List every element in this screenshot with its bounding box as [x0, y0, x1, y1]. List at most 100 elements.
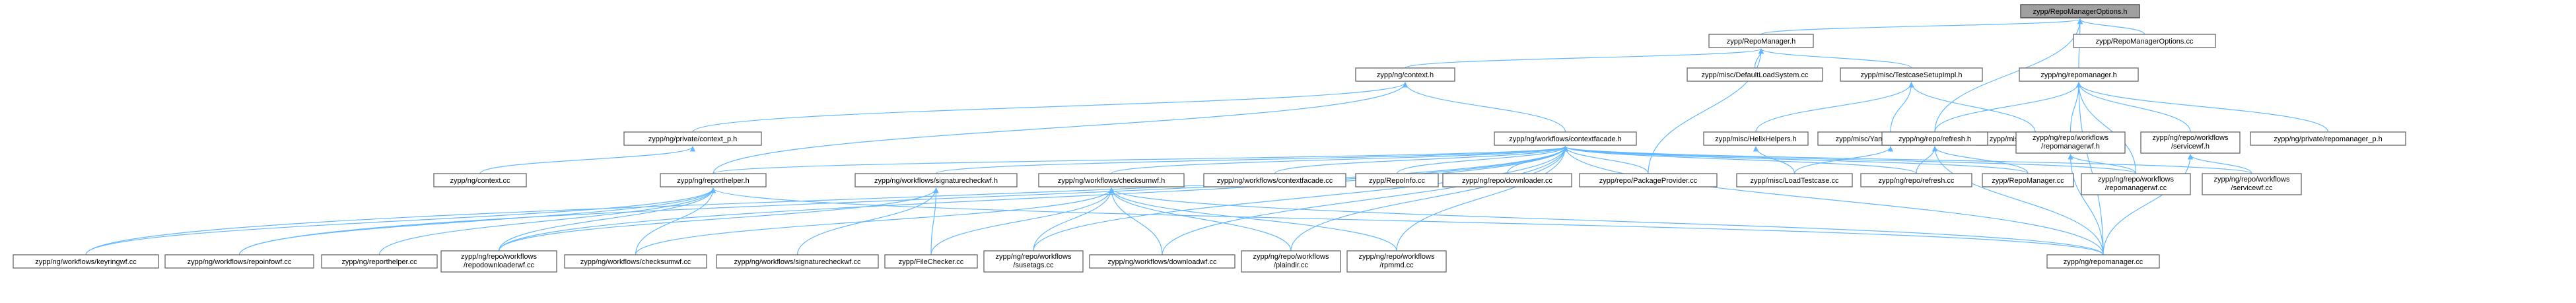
node-ng-context-h[interactable]: zypp/ng/context.h — [1355, 67, 1455, 82]
edge-keyringwf_cc-to-contextfacade_h — [85, 146, 1568, 255]
node-repoinfowf-cc[interactable]: zypp/ng/workflows/repoinfowf.cc — [164, 254, 314, 269]
node-checksumwf-h[interactable]: zypp/ng/workflows/checksumwf.h — [1038, 173, 1185, 187]
dependency-edges — [85, 18, 2329, 255]
node-box — [2019, 67, 2139, 82]
edge-helixhelpers_h-to-testcasesetupimpl_h — [1755, 82, 1914, 133]
node-label: zypp/ng/repo/workflows — [2033, 134, 2108, 142]
node-box — [854, 173, 1018, 187]
node-label: /rpmmd.cc — [1379, 261, 1414, 269]
node-label: /susetags.cc — [1013, 261, 1054, 269]
node-servicewf-cc[interactable]: zypp/ng/repo/workflows/servicewf.cc — [2202, 173, 2302, 195]
node-repomanager-cc-top[interactable]: zypp/RepoManager.cc — [1982, 173, 2074, 187]
node-label: zypp/ng/repo/workflows — [2153, 134, 2229, 142]
node-label: zypp/ng/reporthelper.h — [677, 177, 749, 185]
node-label: /servicewf.h — [2171, 143, 2210, 151]
node-repomanagerwf-cc[interactable]: zypp/ng/repo/workflows/repomanagerwf.cc — [2081, 173, 2191, 195]
node-repodownloaderwf-cc[interactable]: zypp/ng/repo/workflows/repodownloaderwf.… — [440, 250, 557, 273]
edge-loadtestcase_cc-to-helixhelpers_h — [1753, 146, 1795, 174]
edge-repodownloaderwf_cc-to-reporthelper_h — [498, 187, 716, 252]
node-refresh-cc[interactable]: zypp/ng/repo/refresh.cc — [1860, 173, 1972, 187]
node-reporthelper-h[interactable]: zypp/ng/reporthelper.h — [660, 173, 767, 187]
node-reporthelper-cc[interactable]: zypp/ng/reporthelper.cc — [321, 254, 438, 269]
edge-reporthelper_h-to-contextfacade_h — [713, 146, 1568, 174]
node-checksumwf-cc[interactable]: zypp/ng/workflows/checksumwf.cc — [564, 254, 707, 269]
node-rpmmd-cc[interactable]: zypp/ng/repo/workflows/rpmmd.cc — [1346, 250, 1447, 273]
node-label: zypp/ng/context.cc — [450, 177, 510, 185]
node-root[interactable]: zypp/RepoManagerOptions.h — [2020, 4, 2140, 18]
node-label: zypp/ng/repo/refresh.cc — [1879, 177, 1955, 185]
node-box — [1736, 173, 1853, 187]
node-private-repomanager-p-h[interactable]: zypp/ng/private/repomanager_p.h — [2250, 131, 2406, 146]
edge-reporthelper_h-to-ng_context_h — [713, 82, 1409, 174]
node-filechecker-cc[interactable]: zypp/FileChecker.cc — [884, 254, 978, 269]
node-box — [1708, 34, 1814, 48]
node-repomanagerwf-h[interactable]: zypp/ng/repo/workflows/repomanagerwf.h — [2015, 131, 2126, 154]
node-susetags-cc[interactable]: zypp/ng/repo/workflows/susetags.cc — [983, 250, 1084, 273]
edge-susetags_cc-to-contextfacade_h — [1033, 146, 1568, 252]
node-label: zypp/misc/LoadTestcase.cc — [1751, 177, 1839, 185]
node-box — [321, 254, 438, 269]
node-signaturecheckwf-h[interactable]: zypp/ng/workflows/signaturecheckwf.h — [854, 173, 1018, 187]
edge-rpmmd_cc-to-checksumwf_h — [1108, 187, 1397, 252]
node-box — [983, 250, 1084, 273]
node-plaindir-cc[interactable]: zypp/ng/repo/workflows/plaindir.cc — [1241, 250, 1341, 273]
edge-plaindir_cc-to-contextfacade_h — [1290, 146, 1568, 252]
node-defaultloadsystem-cc[interactable]: zypp/misc/DefaultLoadSystem.cc — [1687, 67, 1823, 82]
node-loadtestcase-cc[interactable]: zypp/misc/LoadTestcase.cc — [1736, 173, 1853, 187]
node-refresh-h[interactable]: zypp/ng/repo/refresh.h — [1881, 131, 1988, 146]
node-helixhelpers-h[interactable]: zypp/misc/HelixHelpers.h — [1703, 131, 1809, 146]
node-label: zypp/ng/reporthelper.cc — [341, 258, 417, 266]
node-contextfacade-cc[interactable]: zypp/ng/workflows/contextfacade.cc — [1203, 173, 1346, 187]
node-label: zypp/ng/context.h — [1377, 71, 1434, 79]
node-box — [2081, 173, 2191, 195]
node-label: zypp/RepoManagerOptions.h — [2033, 8, 2127, 16]
node-testcasesetupimpl-h[interactable]: zypp/misc/TestcaseSetupImpl.h — [1840, 67, 1983, 82]
node-box — [716, 254, 879, 269]
node-servicewf-h[interactable]: zypp/ng/repo/workflows/servicewf.h — [2140, 131, 2241, 154]
node-box — [2015, 131, 2126, 154]
edge-repomanager_h_top-to-root — [1760, 18, 2083, 35]
node-box — [564, 254, 707, 269]
node-keyringwf-cc[interactable]: zypp/ng/workflows/keyringwf.cc — [13, 254, 159, 269]
node-box — [660, 173, 767, 187]
node-repoinfo-cc[interactable]: zypp/RepoInfo.cc — [1355, 173, 1439, 187]
node-label: zypp/misc/TestcaseSetupImpl.h — [1860, 71, 1962, 79]
node-label: /repomanagerwf.h — [2041, 143, 2100, 151]
node-downloadwf-cc[interactable]: zypp/ng/workflows/downloadwf.cc — [1089, 254, 1236, 269]
node-label: zypp/ng/workflows/checksumwf.cc — [580, 258, 691, 266]
node-signaturecheckwf-cc[interactable]: zypp/ng/workflows/signaturecheckwf.cc — [716, 254, 879, 269]
node-label: zypp/misc/HelixHelpers.h — [1715, 135, 1796, 143]
node-box — [1355, 67, 1455, 82]
node-label: zypp/ng/repo/workflows — [461, 253, 537, 261]
node-box — [440, 250, 557, 273]
node-label: zypp/ng/repo/downloader.cc — [1462, 177, 1552, 185]
node-label: zypp/ng/private/context_p.h — [648, 135, 738, 143]
node-label: /servicewf.cc — [2231, 184, 2273, 192]
node-label: zypp/ng/repo/workflows — [1359, 253, 1435, 261]
node-box — [1840, 67, 1983, 82]
edge-ng_context_h-to-repomanager_h_top — [1405, 48, 1764, 69]
node-label: zypp/RepoManager.h — [1727, 38, 1796, 46]
node-label: zypp/ng/repomanager.cc — [2064, 258, 2143, 266]
node-repomanageroptions-cc[interactable]: zypp/RepoManagerOptions.cc — [2073, 34, 2216, 48]
edge-refresh_h-to-root — [1934, 18, 2083, 133]
node-private-context-p-h[interactable]: zypp/ng/private/context_p.h — [623, 131, 762, 146]
node-ng-repomanager-h[interactable]: zypp/ng/repomanager.h — [2019, 67, 2139, 82]
edge-repodownloaderwf_cc-to-signaturecheckwf_h — [498, 187, 939, 252]
edge-private_repomanager_p_h-to-ng_repomanager_h — [2075, 82, 2329, 133]
edge-contextfacade_cc-to-contextfacade_h — [1274, 146, 1568, 174]
node-downloader-cc[interactable]: zypp/ng/repo/downloader.cc — [1442, 173, 1572, 187]
node-box — [1203, 173, 1346, 187]
node-context-cc[interactable]: zypp/ng/context.cc — [433, 173, 527, 187]
node-label: /plaindir.cc — [1274, 261, 1308, 269]
node-box — [623, 131, 762, 146]
node-label: zypp/ng/repo/workflows — [1253, 253, 1329, 261]
edge-refresh_cc-to-contextfacade_h — [1562, 146, 1917, 174]
edge-contextfacade_h-to-ng_context_h — [1402, 82, 1566, 133]
node-label: zypp/ng/workflows/checksumwf.h — [1058, 177, 1166, 185]
node-packageprovider-cc[interactable]: zypp/repo/PackageProvider.cc — [1579, 173, 1718, 187]
node-contextfacade-h[interactable]: zypp/ng/workflows/contextfacade.h — [1494, 131, 1637, 146]
node-ng-repomanager-cc[interactable]: zypp/ng/repomanager.cc — [2046, 254, 2160, 269]
node-repomanager-h-top[interactable]: zypp/RepoManager.h — [1708, 34, 1814, 48]
